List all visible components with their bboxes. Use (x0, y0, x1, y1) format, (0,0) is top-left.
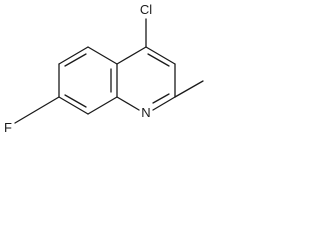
chlorine-atom-label: Cl (140, 2, 152, 17)
bond-c4a-c4 (116, 46, 147, 65)
double-bond-c7-c8 (64, 94, 87, 108)
bond-c4a-c5 (87, 46, 118, 65)
bond-c5-c6 (58, 46, 89, 65)
bond-n1-c8a (116, 96, 140, 111)
double-bond-c4-c3 (147, 53, 170, 67)
double-bond-c2-n1 (152, 93, 170, 104)
benzene-ring (58, 46, 118, 115)
bond-c2-methyl (174, 80, 204, 98)
bond-c2-n1 (152, 96, 176, 111)
bond-c7-f (14, 96, 60, 124)
bond-c4-c3 (145, 46, 176, 65)
molecule-structure: Cl N F (4, 2, 204, 135)
pyridine-ring (116, 46, 176, 111)
nitrogen-atom-label: N (141, 105, 150, 120)
bond-c8-c8a (87, 96, 118, 115)
fluorine-atom-label: F (4, 120, 12, 135)
double-bond-c5-c6 (64, 53, 87, 67)
bond-c7-c8 (58, 96, 89, 115)
